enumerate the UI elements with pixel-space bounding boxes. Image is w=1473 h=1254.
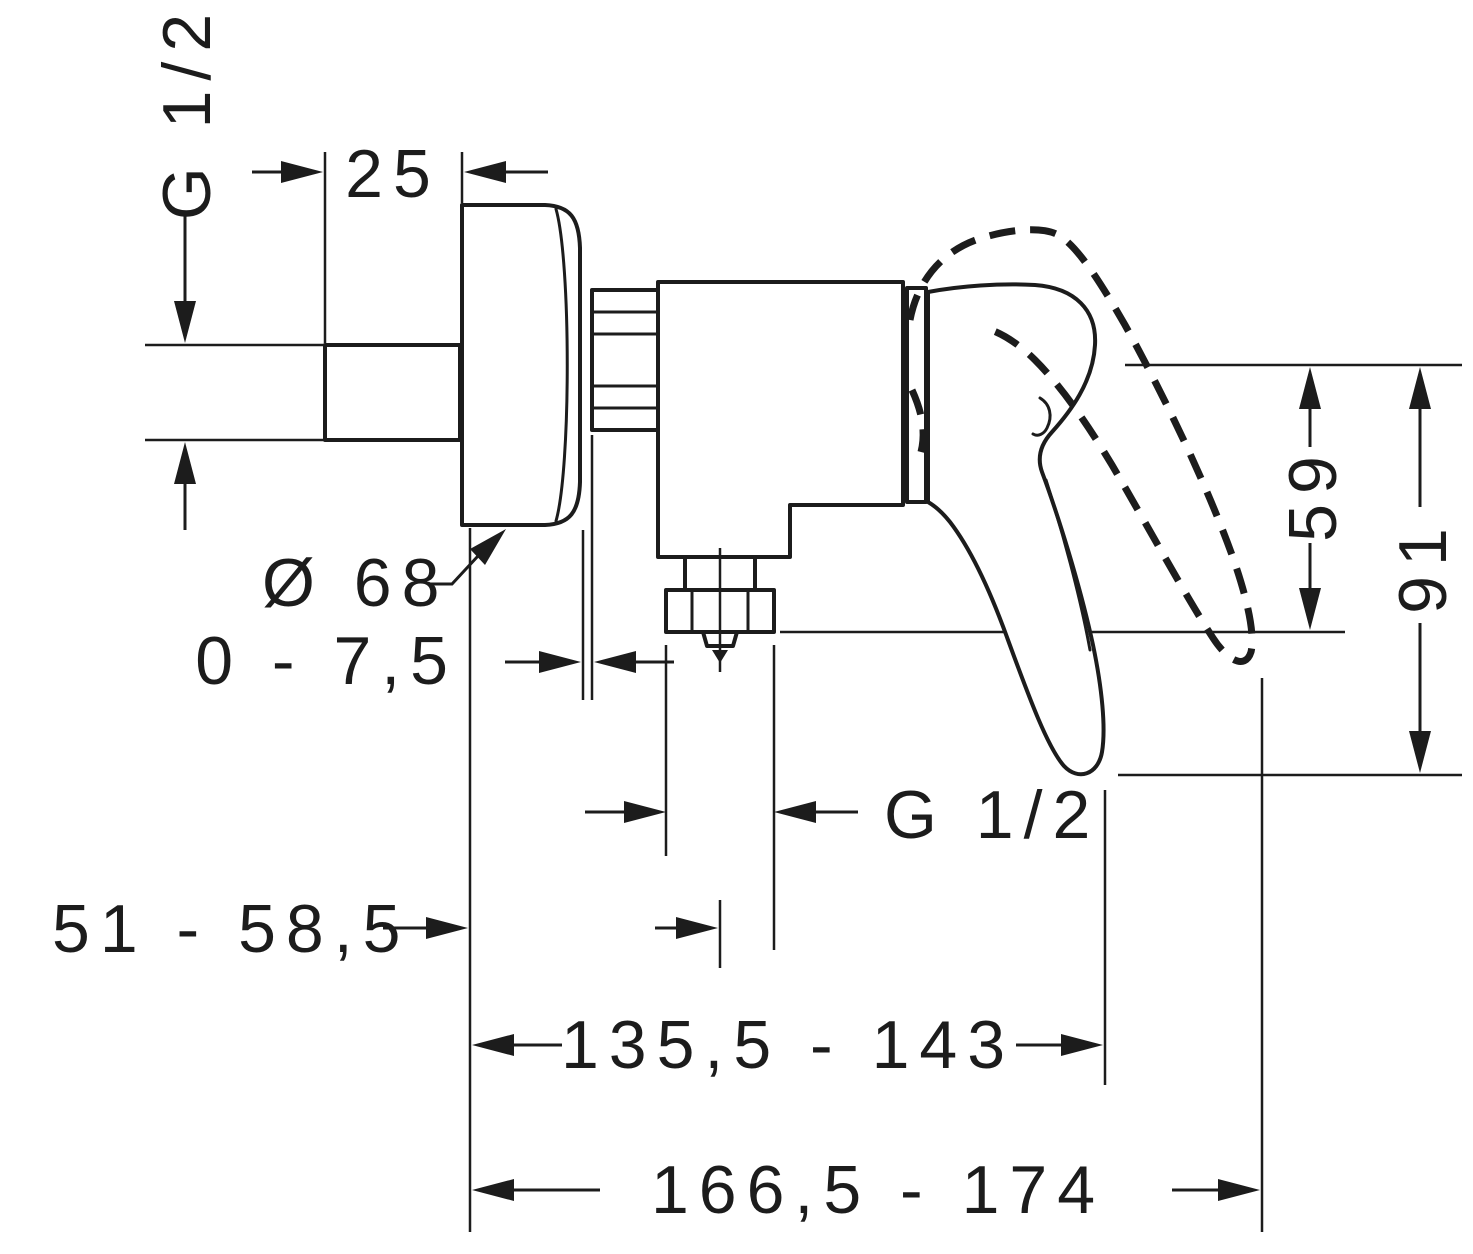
dim-nipple-projection — [252, 161, 548, 183]
handle-dashed-pivot-arc — [908, 388, 927, 453]
outlet-nut-flats — [690, 588, 750, 634]
dim-outlet-thread — [585, 801, 858, 823]
extension-lines — [145, 152, 1462, 1232]
arrowhead — [624, 801, 666, 823]
arrowhead — [594, 651, 636, 673]
dimension-graphics — [174, 161, 1431, 1201]
label-escutcheon-diameter: Ø 68 — [262, 545, 449, 621]
label-projection-body: 135,5 - 143 — [561, 1007, 1015, 1083]
arrowhead — [464, 161, 506, 183]
handle-lever-dashed-outline — [906, 226, 1256, 665]
label-supply-thread: G 1/2 — [149, 4, 225, 220]
union-nut-flats — [590, 310, 660, 410]
dim-wall-to-outlet — [383, 917, 718, 939]
dim-supply-thread — [174, 215, 196, 530]
label-nipple-projection: 25 — [345, 136, 441, 212]
arrowhead — [539, 651, 581, 673]
arrowhead — [426, 917, 468, 939]
arrowhead — [470, 529, 506, 565]
dim-outlet-offset — [1299, 367, 1321, 630]
supply-nipple — [323, 343, 462, 442]
label-wall-to-outlet: 51 - 58,5 — [52, 891, 410, 967]
arrowhead — [472, 1179, 514, 1201]
arrowhead — [1218, 1179, 1260, 1201]
arrowhead — [174, 442, 196, 484]
arrowhead — [1409, 731, 1431, 773]
arrowhead — [472, 1034, 514, 1056]
arrowhead — [1299, 367, 1321, 409]
arrowhead — [676, 917, 718, 939]
handle-lever — [926, 282, 1106, 777]
escutcheon-lip-line — [554, 207, 569, 523]
dim-projection-body — [472, 1034, 1103, 1056]
dim-handle-offset — [1409, 367, 1431, 773]
handle-detail-curl — [1031, 396, 1052, 437]
dim-wall-adjust — [505, 651, 674, 673]
label-outlet-offset: 59 — [1275, 446, 1351, 542]
escutcheon — [460, 203, 582, 527]
mixer-body — [656, 280, 905, 559]
fixture — [323, 203, 1106, 777]
handle-dashed-position — [906, 226, 1256, 665]
label-handle-offset: 91 — [1385, 518, 1461, 614]
handle-grip-line — [1044, 478, 1092, 652]
label-outlet-thread: G 1/2 — [884, 777, 1100, 853]
arrowhead — [1409, 367, 1431, 409]
leader-escutcheon-diameter — [428, 529, 506, 586]
arrowhead — [1299, 588, 1321, 630]
arrowhead — [1061, 1034, 1103, 1056]
arrowhead — [774, 801, 816, 823]
arrowhead — [174, 301, 196, 343]
label-projection-total: 166,5 - 174 — [651, 1152, 1105, 1228]
dim-projection-total — [472, 1179, 1260, 1201]
label-wall-adjust: 0 - 7,5 — [195, 623, 458, 699]
arrowhead — [281, 161, 323, 183]
dimension-labels: G 1/2 25 Ø 68 0 - 7,5 51 - 58,5 G 1/2 13… — [52, 4, 1461, 1228]
leader-line — [428, 554, 480, 586]
